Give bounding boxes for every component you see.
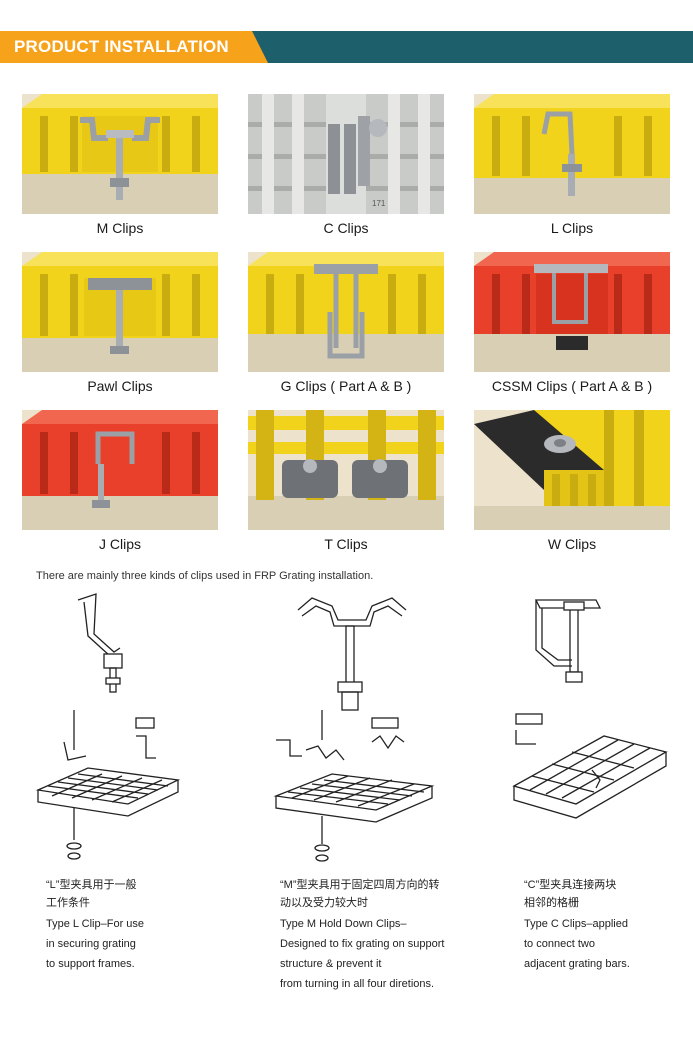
c-clip-number: 171 [372,199,386,208]
clip-caption: J Clips [98,536,141,552]
en-line: in securing grating [46,938,136,950]
w-clip-photo [474,410,670,530]
section-banner: PRODUCT INSTALLATION [0,31,693,63]
cn-line: “L”型夹具用于一般 [46,879,137,891]
w-clip-icon [474,410,670,530]
page-title: PRODUCT INSTALLATION [14,37,229,56]
g-clip-icon [248,252,444,372]
clip-caption: Pawl Clips [87,378,153,394]
l-clip-description: “L”型夹具用于一般 工作条件 Type L Clip–For use in s… [46,878,216,974]
banner-orange-tab [0,31,268,63]
t-clip-photo [248,410,444,530]
c-clip-drawing [500,590,670,840]
cn-line: “M”型夹具用于固定四周方向的转 [280,879,440,891]
m-clip-description: “M”型夹具用于固定四周方向的转 动以及受力较大时 Type M Hold Do… [280,878,480,994]
c-clip-icon: 171 [248,94,444,214]
cn-line: “C”型夹具连接两块 [524,879,617,891]
cssm-clip-photo [474,252,670,372]
clip-caption: M Clips [96,220,144,236]
clip-caption: C Clips [323,220,369,236]
en-line: structure & prevent it [280,958,382,970]
en-line: to support frames. [46,958,135,970]
m-clip-diagram-icon [273,597,435,862]
pawl-clip-photo [22,252,218,372]
cn-line: 相邻的格栅 [524,897,579,909]
j-clip-icon [22,410,218,530]
l-clip-diagram-icon [35,593,181,860]
t-clip-icon [248,410,444,530]
m-clip-drawing [262,590,442,870]
j-clip-photo [22,410,218,530]
en-line: from turning in all four diretions. [280,978,435,990]
l-clip-photo [474,94,670,214]
cn-line: 工作条件 [46,897,90,909]
clip-caption: CSSM Clips ( Part A & B ) [491,378,653,394]
en-line: Type L Clip–For use [46,918,145,930]
cn-line: 动以及受力较大时 [280,897,368,909]
en-line: Type C Clips–applied [524,918,628,930]
g-clip-photo [248,252,444,372]
en-line: Type M Hold Down Clips– [280,918,407,930]
c-clip-diagram-icon [512,599,668,819]
c-clip-description: “C”型夹具连接两块 相邻的格栅 Type C Clips–applied to… [524,878,684,974]
clip-caption: G Clips ( Part A & B ) [280,378,412,394]
c-clip-photo: 171 [248,94,444,214]
pawl-clip-icon [22,252,218,372]
m-clip-icon [22,94,218,214]
cssm-clip-icon [474,252,670,372]
clip-caption: L Clips [550,220,594,236]
en-line: to connect two [524,938,595,950]
en-line: adjacent grating bars. [524,958,630,970]
clip-caption: T Clips [324,536,368,552]
en-line: Designed to fix grating on support [280,938,445,950]
intro-text: There are mainly three kinds of clips us… [36,570,374,582]
m-clip-photo [22,94,218,214]
l-clip-drawing [28,590,198,870]
clip-caption: W Clips [547,536,597,552]
l-clip-icon [474,94,670,214]
